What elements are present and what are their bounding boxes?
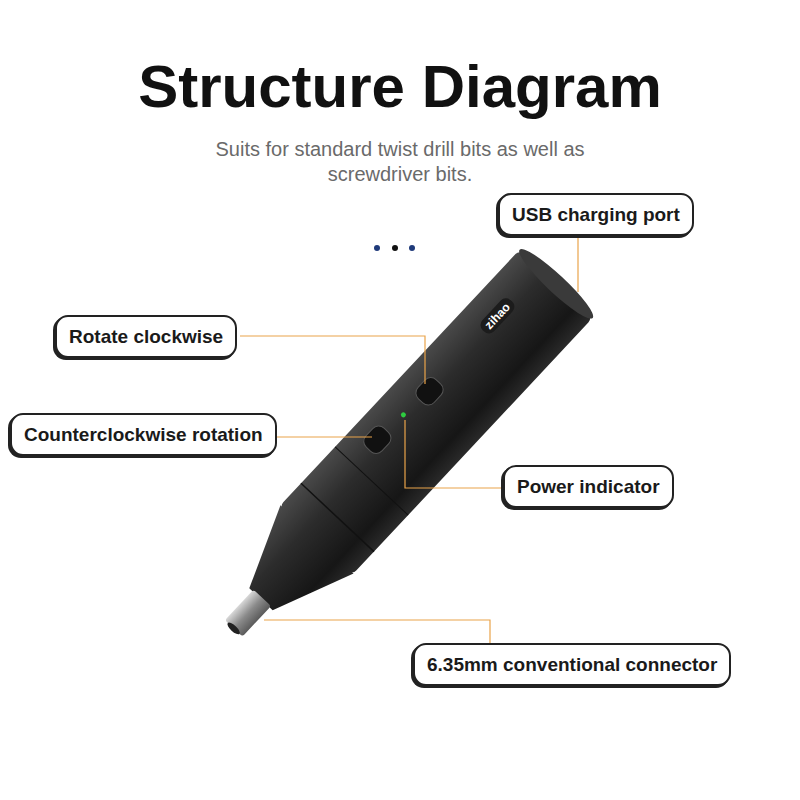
leaders <box>240 225 578 655</box>
decor-dots <box>374 245 415 251</box>
ring <box>301 483 374 551</box>
callout-box: Power indicator <box>503 465 674 508</box>
body <box>279 250 593 575</box>
ring <box>335 447 408 515</box>
leader-line <box>240 336 425 384</box>
callout-label: Rotate clockwise <box>69 325 223 348</box>
chuck <box>225 590 271 637</box>
callout-box: Counterclockwise rotation <box>10 413 277 456</box>
callout-label: Counterclockwise rotation <box>24 423 263 446</box>
dot <box>409 245 415 251</box>
dot <box>374 245 380 251</box>
indicator-led <box>400 411 407 418</box>
callout-box: USB charging port <box>498 193 694 236</box>
button <box>413 374 447 408</box>
back-end <box>513 243 598 324</box>
callout-label: USB charging port <box>512 203 680 226</box>
diagram-title: Structure Diagram <box>0 52 800 121</box>
callout-box: Rotate clockwise <box>55 315 237 358</box>
chuck-hole <box>226 621 242 636</box>
dot <box>392 245 398 251</box>
callout-box: 6.35mm conventional connector <box>413 643 731 686</box>
button <box>360 423 394 457</box>
callout-label: 6.35mm conventional connector <box>427 653 717 676</box>
callout-label: Power indicator <box>517 475 660 498</box>
subtitle: Suits for standard twist drill bits as w… <box>170 137 630 187</box>
